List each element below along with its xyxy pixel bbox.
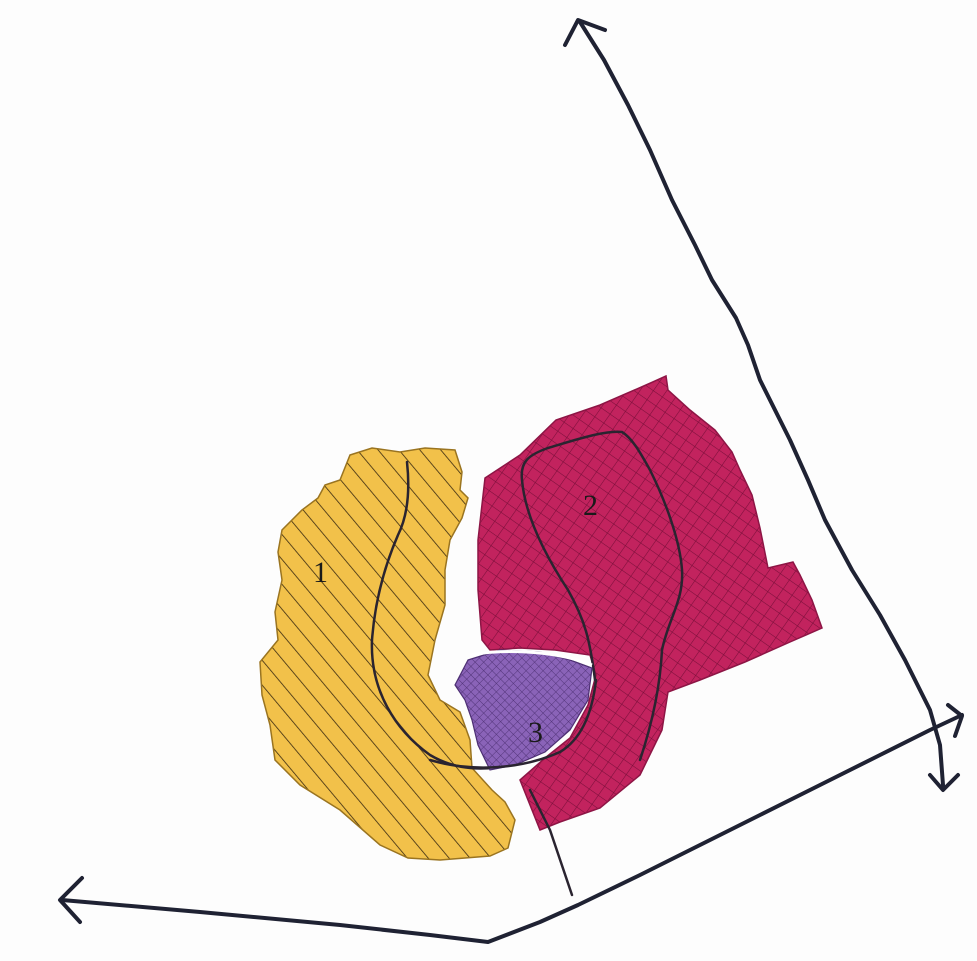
region-3-label: 3 bbox=[528, 716, 543, 749]
region-2-label: 2 bbox=[583, 489, 598, 522]
region-1-label: 1 bbox=[313, 556, 328, 589]
